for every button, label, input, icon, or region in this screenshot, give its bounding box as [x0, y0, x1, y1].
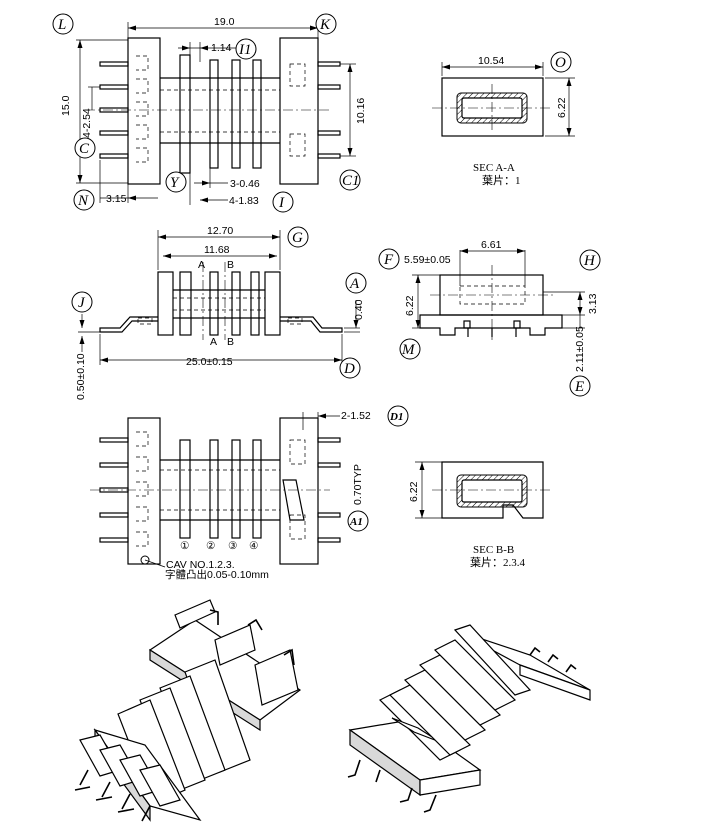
dim-12-70: 12.70 [207, 225, 233, 237]
callout-O: O [555, 55, 566, 71]
dim-6-22-end: 6.22 [404, 295, 416, 316]
callout-G: G [292, 230, 303, 246]
dim-15: 15.0 [60, 95, 72, 116]
sec-bb-title: SEC B-B [473, 544, 514, 556]
bottom-view: 2-1.52 D1 0.70TYP A1 ① ② ③ ④ CAV NO.1.2.… [90, 405, 409, 581]
dim-4-2-54: 4-2.54 [81, 108, 93, 138]
left-pins [99, 55, 149, 163]
callout-D1: D1 [389, 411, 403, 423]
callout-N: N [77, 193, 89, 209]
callout-L: L [57, 17, 66, 33]
top-view: 19.0 1.14 [52, 13, 367, 213]
dim-0-40: 0.40 [353, 299, 365, 320]
callout-I1: I1 [238, 42, 252, 58]
side-view: 12.70 11.68 G A B A B 0.40 [71, 225, 367, 400]
callout-D: D [343, 361, 355, 377]
dim-6-61: 6.61 [481, 239, 502, 251]
sec-aa-note: 葉片：1 [482, 173, 521, 187]
section-mark-a-bottom: A [210, 336, 217, 348]
callout-E: E [574, 379, 584, 395]
callout-M: M [401, 342, 416, 358]
dim-6-22-b: 6.22 [408, 481, 420, 502]
section-b-b: 6.22 SEC B-B 葉片：2.3.4 [408, 461, 552, 569]
callout-I: I [278, 195, 285, 211]
isometric-view-right [347, 624, 591, 813]
dim-3-15: 3.15 [106, 193, 127, 205]
sec-bb-note: 葉片：2.3.4 [470, 555, 525, 569]
callout-C: C [79, 141, 90, 157]
dim-3-0-46: 3-0.46 [230, 178, 260, 190]
callout-A1: A1 [349, 516, 363, 528]
engrave-note: 字體凸出0.05-0.10mm [165, 568, 269, 581]
callout-F: F [383, 252, 394, 268]
callout-C1: C1 [342, 173, 360, 189]
dim-3-13: 3.13 [587, 293, 599, 314]
callout-K: K [319, 17, 331, 33]
dim-5-59: 5.59±0.05 [404, 254, 451, 266]
dim-0-50: 0.50±0.10 [75, 353, 87, 400]
dim-1-14: 1.14 [211, 42, 232, 54]
callout-A: A [349, 276, 360, 292]
dim-19: 19.0 [214, 16, 235, 28]
mark-2: ② [206, 540, 216, 552]
dim-10-54: 10.54 [478, 55, 504, 67]
mark-4: ④ [249, 540, 259, 552]
callout-J: J [78, 295, 86, 311]
dim-10-16: 10.16 [355, 98, 367, 124]
cav-note: CAV NO.1.2.3. [166, 559, 235, 571]
dim-25: 25.0±0.15 [186, 356, 233, 368]
section-a-a: 10.54 O 6.22 SEC A-A 葉片：1 [432, 51, 575, 187]
isometric-view-left [74, 599, 302, 822]
end-view: F 5.59±0.05 6.61 H 6.22 3.13 2.1 [378, 239, 601, 397]
callout-Y: Y [170, 175, 180, 191]
sec-aa-title: SEC A-A [473, 162, 515, 174]
dim-2-11: 2.11±0.05 [574, 326, 586, 372]
dim-2-1-52: 2-1.52 [341, 410, 371, 422]
mark-3: ③ [228, 540, 238, 552]
callout-H: H [583, 253, 596, 269]
section-mark-b-bottom: B [227, 336, 234, 348]
dim-6-22-a: 6.22 [556, 97, 568, 118]
section-mark-a-top: A [198, 259, 205, 271]
dim-4-1-83: 4-1.83 [229, 195, 259, 207]
mark-1: ① [180, 540, 190, 552]
dim-0-70-typ: 0.70TYP [352, 464, 364, 505]
section-mark-b-top: B [227, 259, 234, 271]
dim-11-68: 11.68 [204, 244, 230, 256]
right-pins [289, 61, 341, 159]
